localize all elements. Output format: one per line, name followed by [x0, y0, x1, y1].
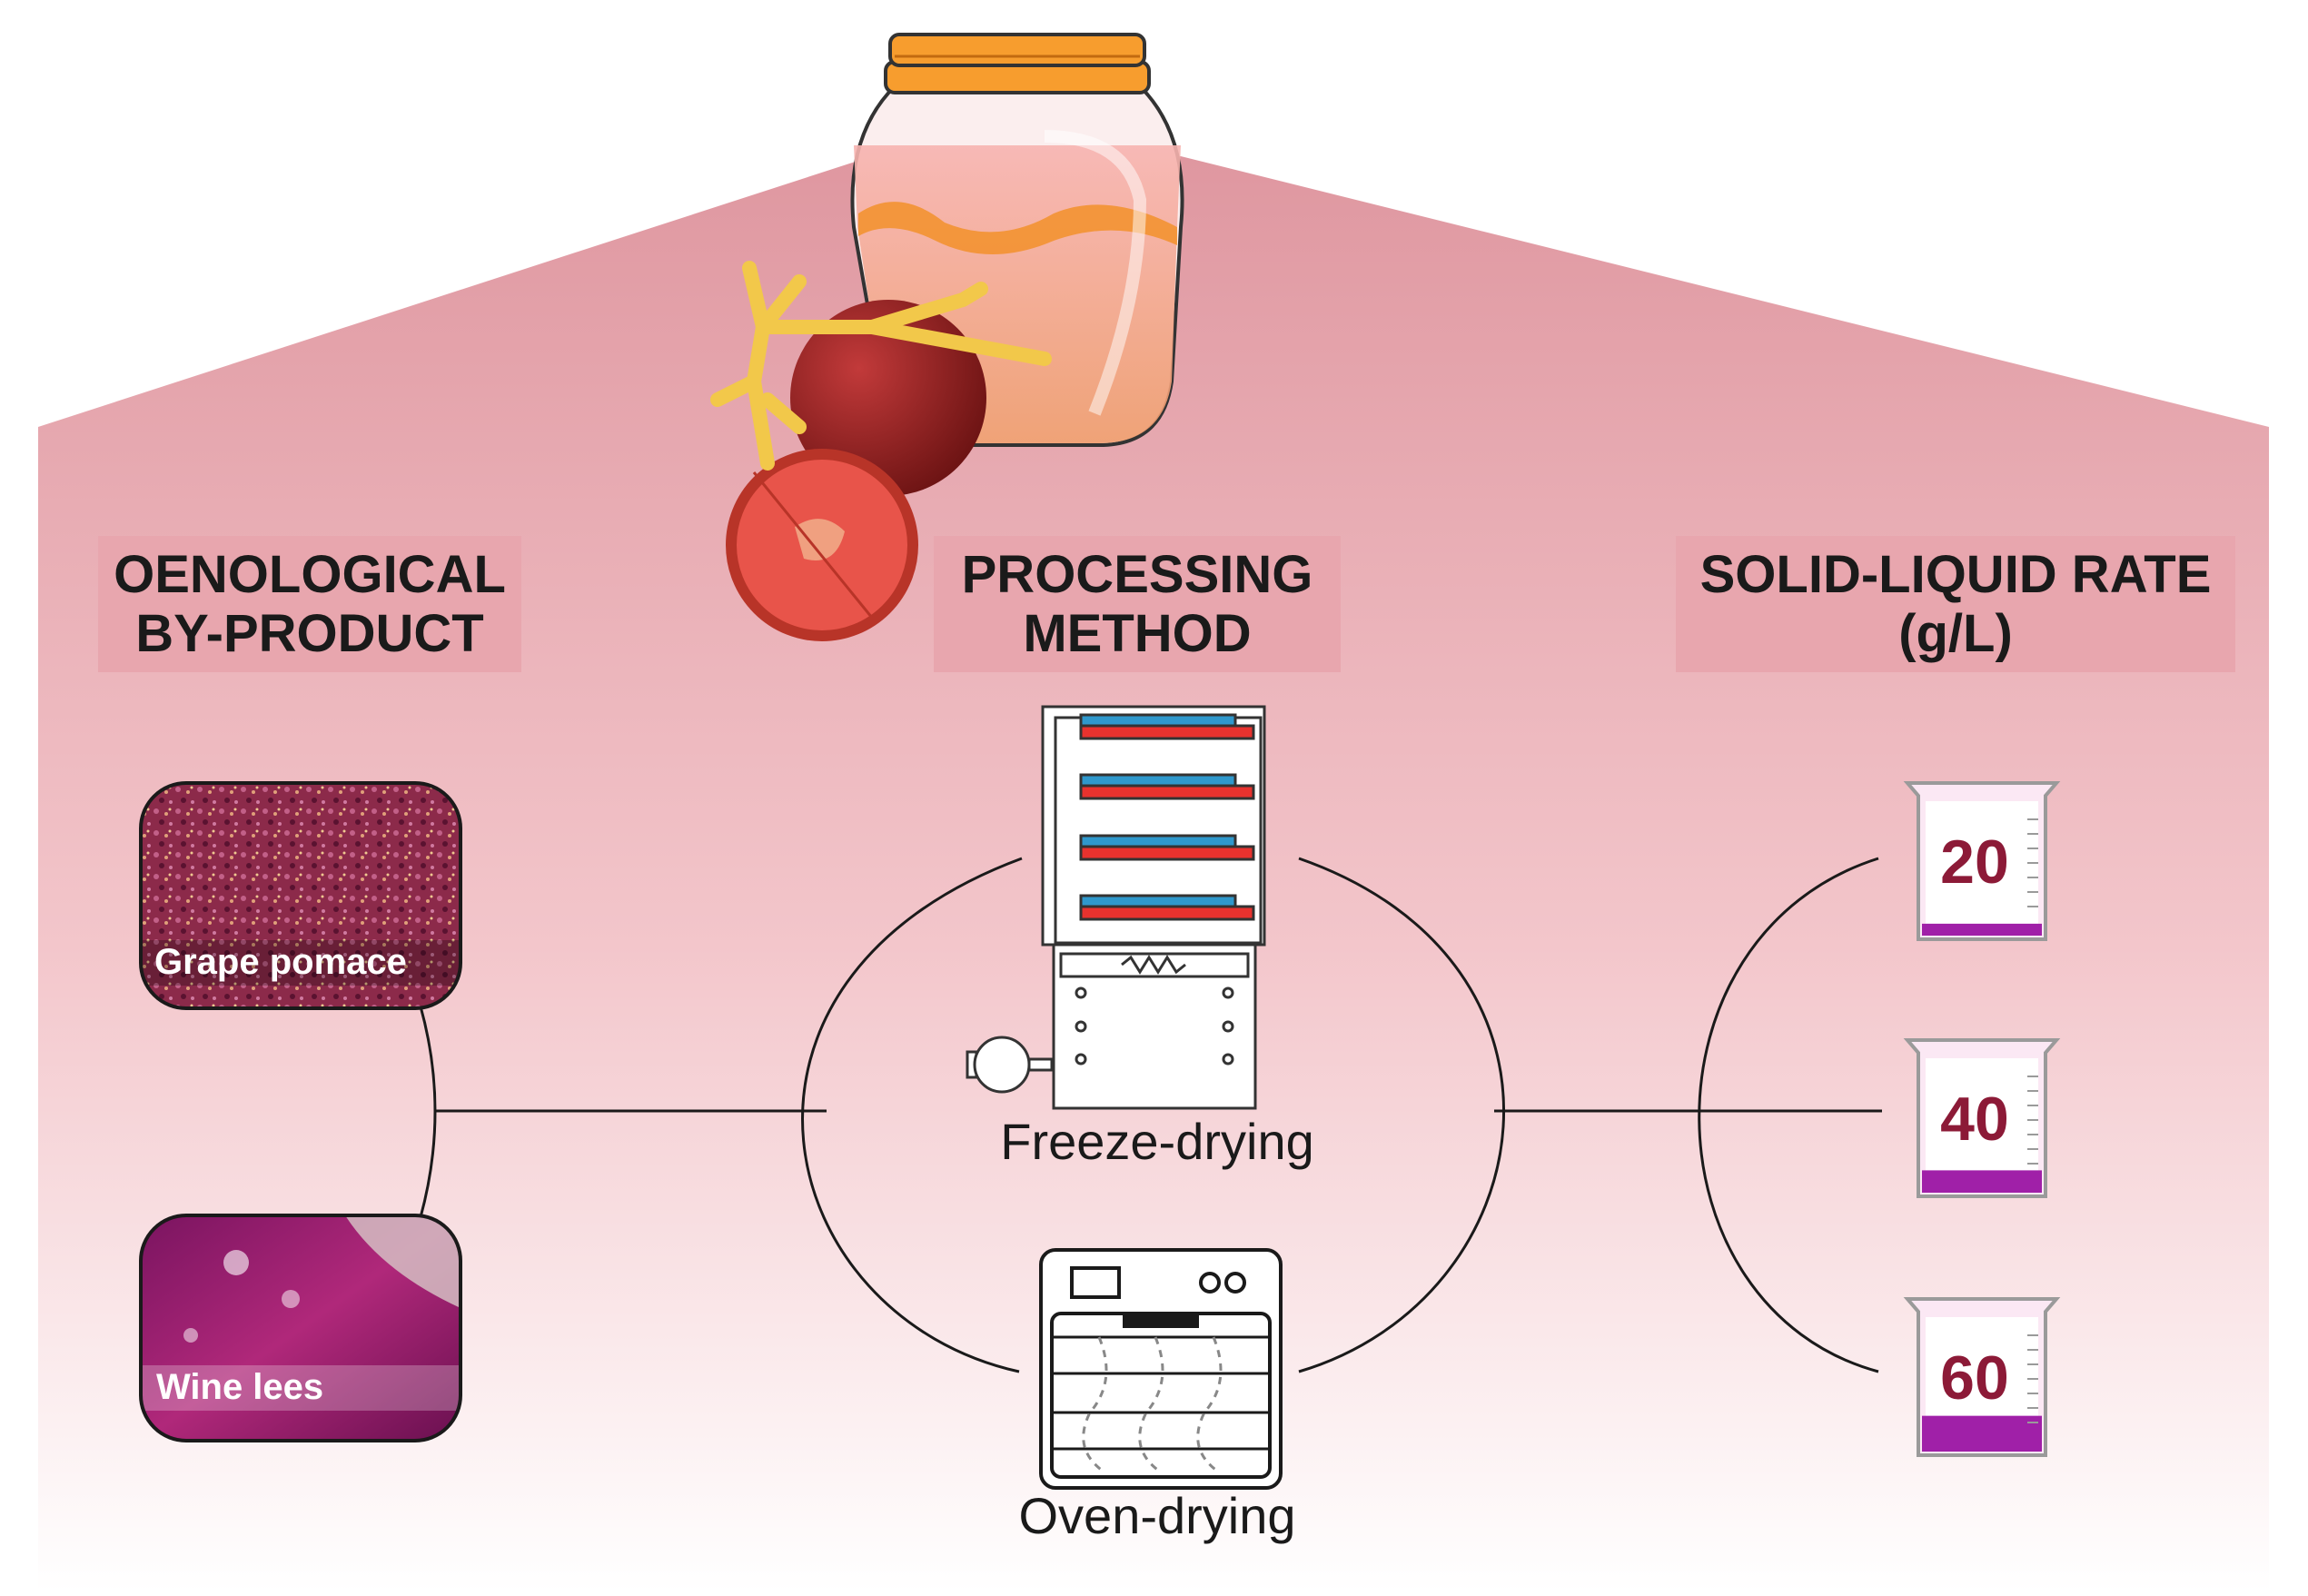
beaker-liquid	[1922, 1415, 2042, 1452]
beaker-value-20: 20	[1940, 828, 2009, 897]
beaker-value-60: 60	[1940, 1343, 2009, 1413]
header-byproduct-line1: OENOLOGICAL	[114, 545, 506, 604]
header-processing-line1: PROCESSING	[962, 545, 1313, 604]
header-byproduct-line2: BY-PRODUCT	[135, 604, 483, 663]
header-ratio-line2: (g/L)	[1898, 604, 2013, 663]
grape-pomace-label: Grape pomace	[154, 942, 407, 982]
oven-drying-label: Oven-drying	[1018, 1487, 1295, 1544]
header-byproduct: OENOLOGICAL BY-PRODUCT	[98, 536, 521, 672]
beakers-group: 20 40 60	[1903, 781, 2061, 1457]
beaker-window	[1926, 1058, 2038, 1189]
beaker-liquid	[1922, 1170, 2042, 1193]
header-ratio: SOLID-LIQUID RATE (g/L)	[1676, 536, 2235, 672]
beaker-liquid	[1922, 923, 2042, 936]
beaker-window	[1926, 801, 2038, 932]
freeze-drying-label: Freeze-drying	[1000, 1113, 1313, 1170]
grape-icon	[710, 261, 1052, 641]
connector-lines	[419, 857, 1882, 1373]
freeze-dryer-icon	[966, 705, 1266, 1110]
beaker-value-40: 40	[1940, 1085, 2009, 1154]
oven-icon	[1039, 1248, 1283, 1490]
wine-lees-photo: Wine lees	[139, 1214, 462, 1442]
wine-lees-label: Wine lees	[156, 1367, 323, 1407]
grape-pomace-photo: Grape pomace	[139, 781, 462, 1010]
beaker-60: 60	[1903, 1297, 2061, 1457]
header-processing: PROCESSING METHOD	[934, 536, 1341, 672]
header-processing-line2: METHOD	[1023, 604, 1251, 663]
header-ratio-line1: SOLID-LIQUID RATE	[1700, 545, 2212, 604]
beaker-20: 20	[1903, 781, 2061, 941]
beaker-40: 40	[1903, 1038, 2061, 1198]
